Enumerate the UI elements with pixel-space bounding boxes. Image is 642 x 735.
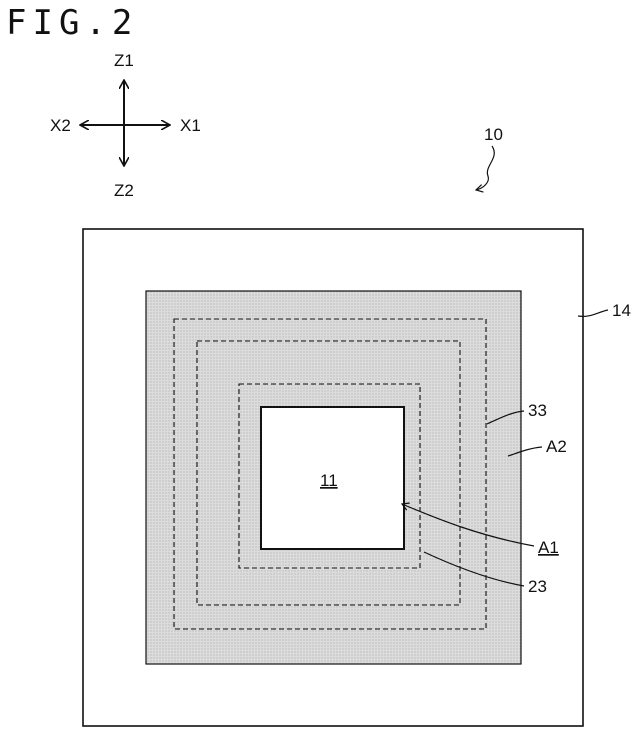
label-33: 33	[528, 401, 547, 420]
center-element-11	[260, 406, 405, 550]
leader-line-33	[486, 410, 525, 425]
figure-title: FIG.2	[6, 3, 138, 43]
dashed-boundary-outer	[173, 318, 487, 630]
leader-line-14	[577, 309, 609, 317]
label-11: 11	[320, 471, 338, 490]
dashed-boundary-second	[196, 340, 461, 606]
axis-label-z1: Z1	[114, 51, 134, 70]
axis-indicator: Z1 Z2 X2 X1	[50, 51, 201, 200]
axis-label-x1: X1	[180, 116, 201, 135]
label-14: 14	[612, 301, 631, 320]
label-a2: A2	[546, 437, 567, 456]
leader-line-a2	[507, 446, 543, 457]
label-10: 10	[484, 125, 503, 144]
label-a1: A1	[538, 538, 559, 557]
leader-arrow-10	[476, 145, 495, 190]
leader-line-23	[423, 551, 525, 587]
leader-arrow-a1	[402, 504, 535, 547]
label-23: 23	[528, 577, 547, 596]
axis-label-z2: Z2	[114, 181, 134, 200]
dashed-boundary-inner	[238, 383, 421, 569]
axis-label-x2: X2	[50, 116, 71, 135]
